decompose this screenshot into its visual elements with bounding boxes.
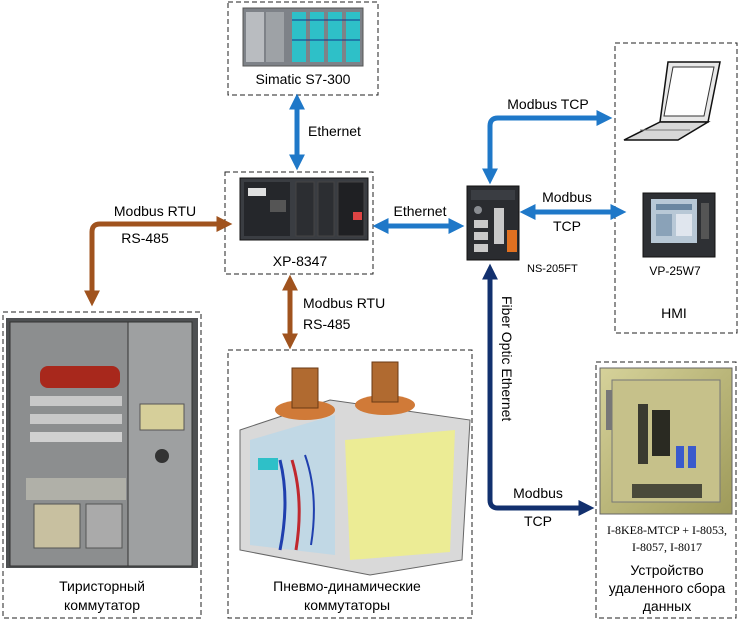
thyristor-label-2: коммутатор [64, 597, 140, 613]
cabinet-icon [6, 318, 198, 568]
link-switch-laptop-label: Modbus TCP [507, 96, 588, 112]
hmi-box [614, 42, 738, 334]
controller-icon [239, 177, 369, 241]
thyristor-label-1: Тиристорный [59, 578, 145, 594]
thyristor-box [2, 311, 202, 619]
link-controller-pneumo-label-2: RS-485 [303, 316, 351, 332]
remote-io-icon [599, 367, 733, 515]
pneumo-icon [239, 361, 471, 576]
pneumo-label-2: коммутаторы [304, 597, 390, 613]
hmi-panel-icon [642, 192, 716, 258]
remote-io-modules-2: I-8057, I-8017 [632, 540, 702, 554]
remote-io-box [595, 361, 737, 619]
laptop-icon [623, 61, 721, 141]
pneumo-label-1: Пневмо-динамические [273, 578, 421, 594]
link-switch-remote-vertical-label: Fiber Optic Ethernet [499, 296, 515, 421]
link-switch-remote-label-2: TCP [524, 513, 552, 529]
link-switch-hmi-label-2: TCP [553, 218, 581, 234]
hmi-panel-label: VP-25W7 [649, 264, 701, 278]
link-switch-laptop [481, 109, 613, 185]
controller-label: XP-8347 [273, 253, 328, 269]
switch-icon [466, 185, 520, 261]
link-plc-controller-label: Ethernet [308, 123, 361, 139]
link-thyristor-controller [83, 215, 233, 307]
link-thyristor-controller-label-2: RS-485 [121, 230, 169, 246]
plc-box [227, 1, 379, 96]
pneumo-box [227, 349, 473, 619]
plc-icon [242, 7, 364, 67]
remote-io-modules-1: I-8KE8-MTCP + I-8053, [607, 523, 727, 537]
switch-label: NS-205FT [527, 263, 578, 275]
remote-io-label-1: Устройство [630, 562, 703, 578]
link-thyristor-controller-label-1: Modbus RTU [114, 203, 196, 219]
link-switch-remote-label-1: Modbus [513, 485, 563, 501]
plc-label: Simatic S7-300 [256, 71, 351, 87]
link-controller-pneumo-label-1: Modbus RTU [303, 295, 385, 311]
remote-io-label-2: удаленного сбора [609, 580, 726, 596]
remote-io-label-3: данных [643, 598, 691, 614]
link-controller-switch-label: Ethernet [394, 203, 447, 219]
hmi-group-label: HMI [661, 305, 687, 321]
link-switch-remote [481, 263, 595, 517]
link-switch-hmi-label-1: Modbus [542, 189, 592, 205]
